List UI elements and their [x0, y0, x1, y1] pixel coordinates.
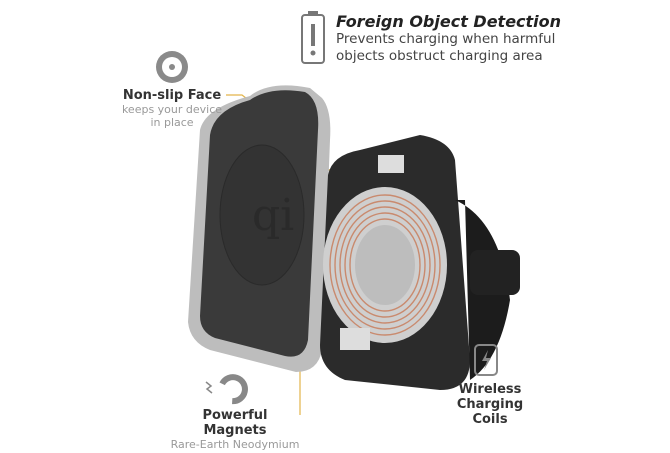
non-slip-line2: in place [150, 116, 194, 129]
coils-line2: Coils [472, 412, 508, 427]
non-slip-title: Non-slip Face [122, 88, 222, 103]
coils-callout: Wireless Charging Coils [430, 382, 550, 427]
foreign-object-detection: Foreign Object Detection Prevents chargi… [336, 12, 561, 65]
copper-coil [329, 194, 441, 336]
magnetic-plate: qi [188, 85, 331, 372]
fod-line1: Prevents charging when harmful [336, 31, 556, 47]
battery-warning-icon [301, 11, 325, 64]
fod-title: Foreign Object Detection [336, 12, 562, 31]
tire-icon [156, 51, 188, 83]
qi-logo: qi [252, 190, 294, 241]
magnets-subtitle: Rare-Earth Neodymium [170, 438, 300, 451]
non-slip-callout: Non-slip Face keeps your device in place [112, 88, 232, 129]
charging-module [320, 135, 520, 390]
coils-line1: Wireless Charging [456, 382, 524, 412]
wireless-charging-icon [474, 344, 498, 376]
fod-line2: objects obstruct charging area [336, 48, 543, 64]
magnets-title: Powerful Magnets [202, 408, 268, 438]
magnet-icon [205, 374, 248, 405]
non-slip-line1: keeps your device [121, 103, 223, 116]
magnets-callout: Powerful Magnets Rare-Earth Neodymium [170, 408, 300, 451]
